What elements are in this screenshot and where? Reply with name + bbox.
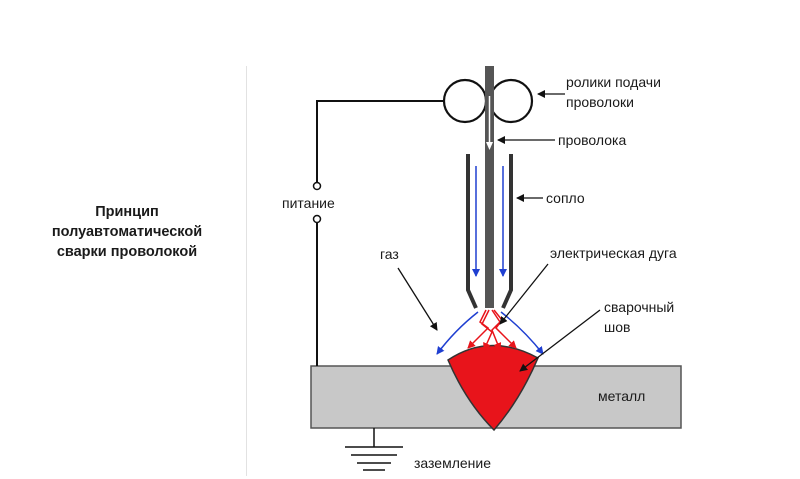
label-rollers-line2: проволоки: [566, 94, 634, 110]
label-arc: электрическая дуга: [550, 245, 677, 261]
terminal-lower: [312, 214, 322, 224]
label-weld-line2: шов: [604, 319, 631, 335]
label-rollers-line1: ролики подачи: [566, 74, 661, 90]
wire-feed-arrowhead: [486, 142, 493, 150]
arc-arrow-4: [493, 309, 517, 349]
welding-wire: [485, 66, 494, 308]
gas-arrow-out-left: [436, 311, 479, 355]
arc-arrow-3: [491, 309, 502, 351]
arc-arrow-2: [481, 309, 493, 351]
power-circuit-wire-top: [316, 100, 446, 183]
label-metal: металл: [598, 388, 646, 404]
arc-arrow-1: [467, 309, 490, 349]
gas-arrow-out-right: [500, 311, 544, 355]
label-gas: газ: [380, 246, 399, 262]
gas-pointer: [397, 267, 438, 331]
title-line-2: полуавтоматической: [51, 224, 203, 240]
label-weld-line1: сварочный: [604, 299, 675, 315]
label-power: питание: [282, 195, 335, 211]
nozzle-right-wall: [501, 154, 513, 309]
title-line-3: сварки проволокой: [56, 244, 198, 260]
label-ground: заземление: [414, 455, 492, 471]
title-line-1: Принцип: [95, 204, 159, 220]
weld-pointer: [519, 309, 601, 372]
diagram-title: Принцип полуавтоматической сварки провол…: [22, 202, 232, 262]
feed-roller-left: [442, 78, 488, 124]
label-wire: проволока: [558, 132, 627, 148]
nozzle-left-wall: [466, 154, 478, 309]
terminal-upper: [312, 181, 322, 191]
arc-pointer: [499, 263, 549, 325]
feed-roller-right: [488, 78, 534, 124]
label-nozzle: сопло: [546, 190, 585, 206]
vertical-divider: [246, 66, 247, 476]
